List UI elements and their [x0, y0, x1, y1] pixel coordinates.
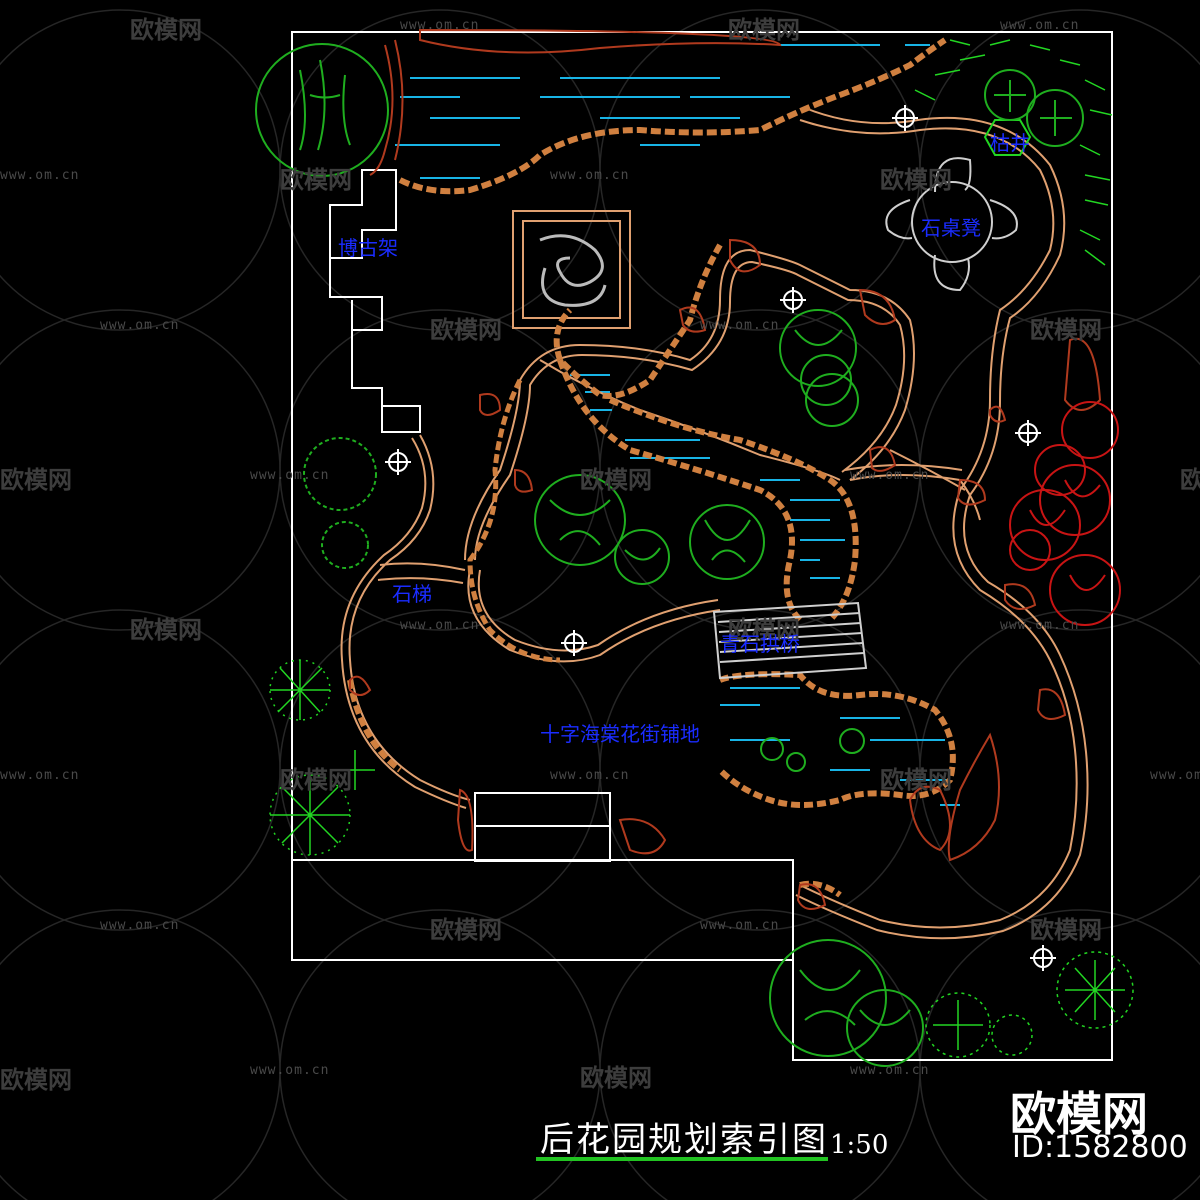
watermark-url: www.om.cn [0, 168, 80, 183]
bridge [712, 601, 868, 680]
watermark-url: www.om.cn [0, 768, 80, 783]
dry-well-label: 枯井 [990, 131, 1030, 155]
watermark-url: www.om.cn [550, 768, 630, 783]
rockeries [349, 28, 1102, 910]
watermark-logo: 欧模网 [1030, 916, 1102, 944]
brand-watermark: 欧模网 [1010, 1087, 1148, 1141]
watermark-url: www.om.cn [1150, 768, 1200, 783]
watermark-url: www.om.cn [850, 1063, 930, 1078]
watermark-logo: 欧模网 [430, 916, 502, 944]
garden-paths [340, 107, 1089, 940]
watermark-logo: 欧模网 [1180, 466, 1200, 494]
watermark-logo: 欧模网 [580, 466, 652, 494]
watermark-url: www.om.cn [550, 168, 630, 183]
drawing-title: 后花园规划索引图 [540, 1120, 828, 1160]
watermark-url: www.om.cn [1000, 618, 1080, 633]
title-underline [536, 1157, 828, 1161]
watermark-url: www.om.cn [400, 18, 480, 33]
stone-step-block [474, 792, 611, 862]
image-id: ID:1582800 [1012, 1130, 1188, 1165]
antique-shelf [329, 169, 421, 433]
watermark-logo: 欧模网 [0, 466, 72, 494]
watermark-logo: 欧模网 [130, 16, 202, 44]
watermark-logo: 欧模网 [130, 616, 202, 644]
watermark-logo: 欧模网 [880, 166, 952, 194]
watermark-logo: 欧模网 [280, 766, 352, 794]
watermark-url: www.om.cn [100, 318, 180, 333]
watermark-logo: 欧模网 [728, 616, 800, 644]
watermark-logo: 欧模网 [1030, 316, 1102, 344]
watermark-logo: 欧模网 [280, 166, 352, 194]
watermark-url: www.om.cn [1000, 18, 1080, 33]
survey-markers [385, 105, 1056, 971]
stone-table-label: 石桌凳 [921, 216, 981, 240]
lower-boundary [291, 860, 793, 961]
stone-table-set [885, 157, 1018, 292]
green-shrubs [269, 39, 1134, 1058]
rock-edges [347, 37, 956, 898]
dry-well [983, 119, 1032, 156]
watermark-logo: 欧模网 [880, 766, 952, 794]
planter-square [512, 210, 631, 329]
watermark-url: www.om.cn [250, 1063, 330, 1078]
watermark-url: www.om.cn [700, 918, 780, 933]
watermark-url: www.om.cn [400, 618, 480, 633]
watermark-logo: 欧模网 [580, 1064, 652, 1092]
watermark-url: www.om.cn [700, 318, 780, 333]
stone-steps-label: 石梯 [392, 582, 432, 606]
green-trees [255, 43, 1084, 1067]
watermark-logo: 欧模网 [430, 316, 502, 344]
watermark-url: www.om.cn [100, 918, 180, 933]
red-trees [1009, 401, 1121, 626]
watermark-url: www.om.cn [250, 468, 330, 483]
watermark-url: www.om.cn [850, 468, 930, 483]
drawing-scale: 1:50 [830, 1130, 889, 1160]
watermark-logo: 欧模网 [0, 1066, 72, 1094]
paving-label: 十字海棠花街铺地 [540, 722, 700, 746]
bridge-label: 青石拱桥 [720, 632, 800, 656]
watermark-logo: 欧模网 [728, 16, 800, 44]
antique-shelf-label: 博古架 [338, 236, 398, 260]
